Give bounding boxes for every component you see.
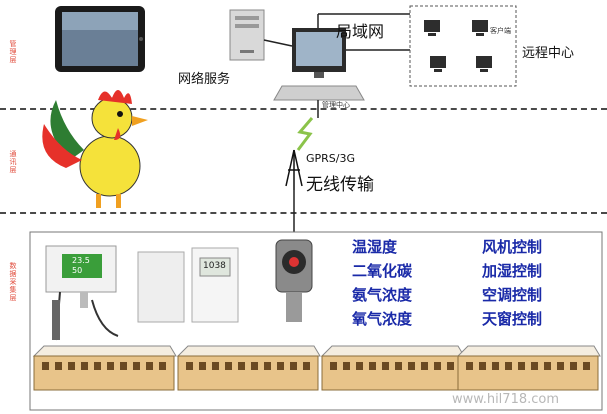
antenna-icon — [285, 149, 303, 190]
lan-label: 局域网 — [336, 22, 385, 41]
client-pc-icons — [424, 20, 492, 72]
monitor-icon — [273, 28, 365, 101]
sensor-lcd-bottom: 50 — [72, 266, 83, 275]
remote-center-label: 远程中心 — [522, 46, 575, 61]
sensor-item-2: 二氧化碳 — [352, 262, 413, 280]
sensor-item-4: 氧气浓度 — [352, 310, 413, 328]
barn-group — [32, 345, 601, 391]
co2-sensor-icon — [137, 251, 185, 323]
control-item-3: 空调控制 — [482, 286, 543, 304]
barn-icon — [320, 345, 465, 391]
gas-detector-icon — [275, 239, 313, 322]
barn-icon — [176, 345, 321, 391]
panel-meter-icon — [191, 247, 239, 323]
collection-frame — [29, 231, 603, 411]
barn-icon — [32, 345, 177, 391]
layer-label-management: 管理层 — [9, 40, 17, 64]
lan-box — [409, 5, 517, 87]
control-item-2: 加湿控制 — [482, 262, 543, 280]
management-center-label: 管理中心 — [322, 101, 350, 109]
network-connectors — [263, 13, 410, 232]
sensor-lcd-top: 23.5 — [72, 256, 90, 265]
wireless-bolt-icon — [296, 117, 314, 151]
server-icon — [229, 9, 265, 61]
layer-label-collection: 数据采集层 — [9, 262, 17, 302]
temperature-humidity-sensor-icon — [45, 245, 119, 341]
control-item-1: 风机控制 — [482, 238, 543, 256]
divider-communication — [0, 212, 607, 214]
barn-icon — [456, 345, 601, 391]
layer-label-communication: 通讯层 — [9, 150, 17, 174]
rooster-icon — [42, 90, 148, 208]
control-item-4: 天窗控制 — [482, 310, 543, 328]
panel-meter-reading: 1038 — [203, 261, 226, 271]
gprs-label: GPRS/3G — [306, 152, 356, 165]
sensor-item-3: 氨气浓度 — [352, 286, 413, 304]
divider-management — [0, 108, 607, 110]
client-label: 客户端 — [490, 27, 511, 35]
tablet-icon — [55, 6, 145, 72]
watermark: www.hil718.com — [452, 392, 560, 407]
network-service-label: 网络服务 — [178, 72, 231, 87]
wireless-transmission-label: 无线传输 — [306, 175, 374, 195]
sensor-item-1: 温湿度 — [352, 238, 398, 256]
